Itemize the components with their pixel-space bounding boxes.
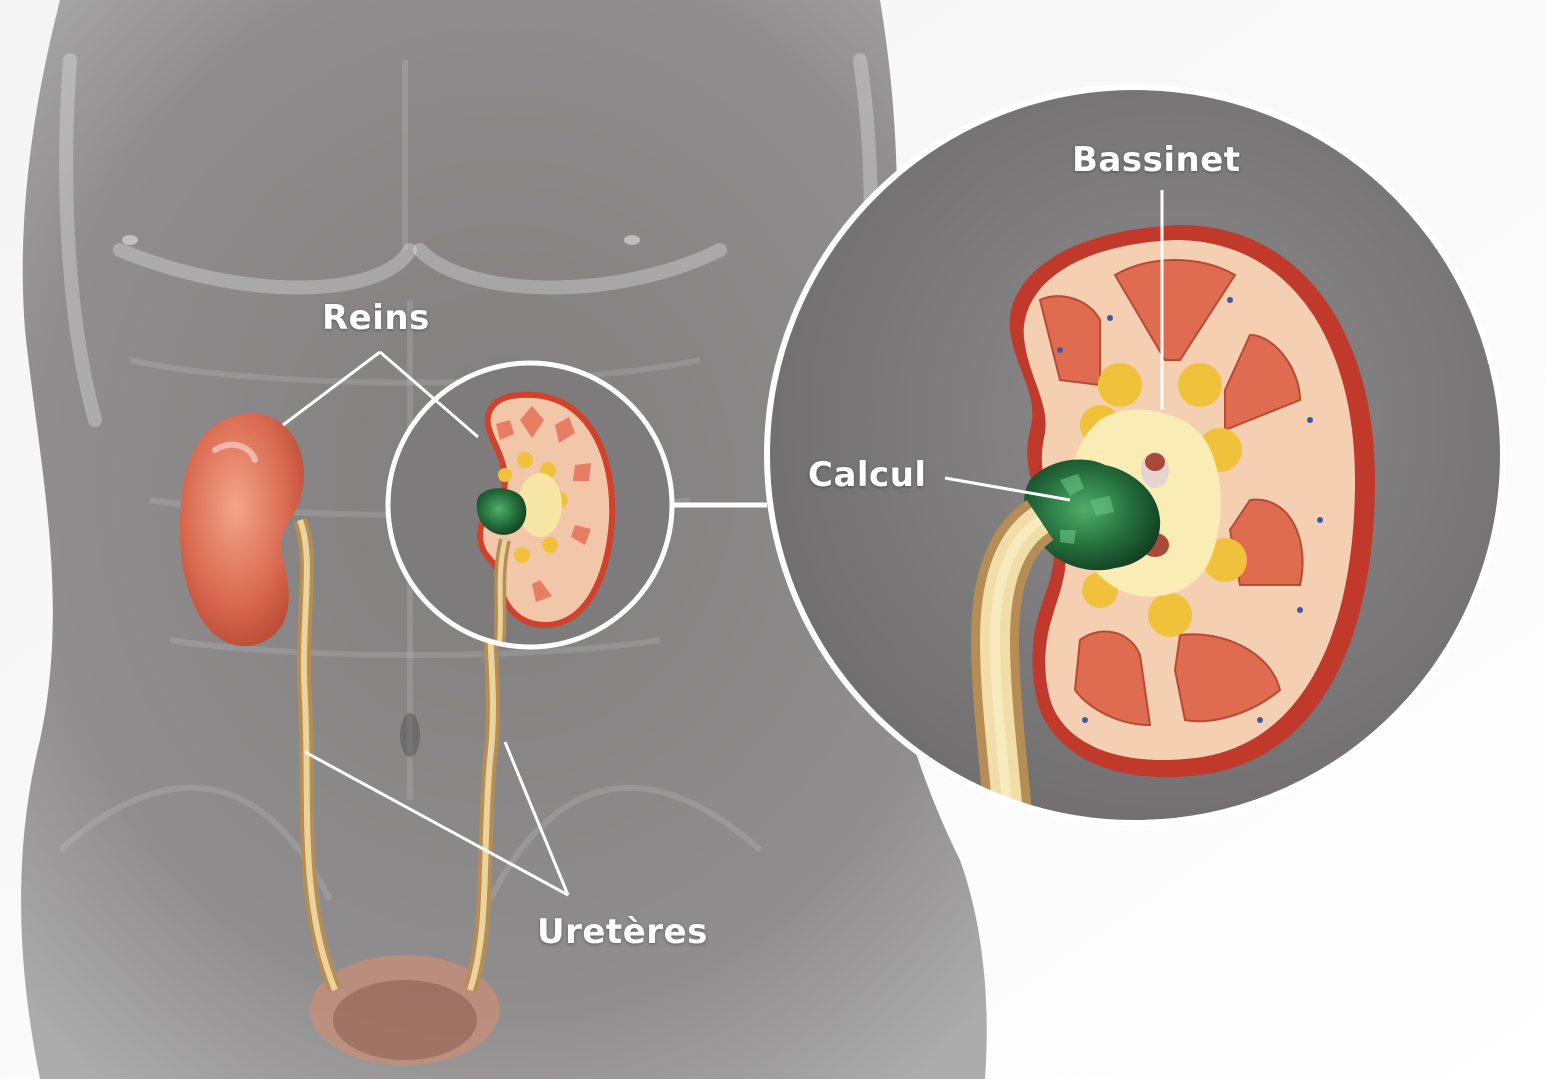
- label-ureteres: Uretères: [537, 912, 708, 952]
- label-bassinet: Bassinet: [1072, 140, 1241, 180]
- label-reins: Reins: [322, 298, 430, 338]
- label-calcul: Calcul: [808, 455, 927, 495]
